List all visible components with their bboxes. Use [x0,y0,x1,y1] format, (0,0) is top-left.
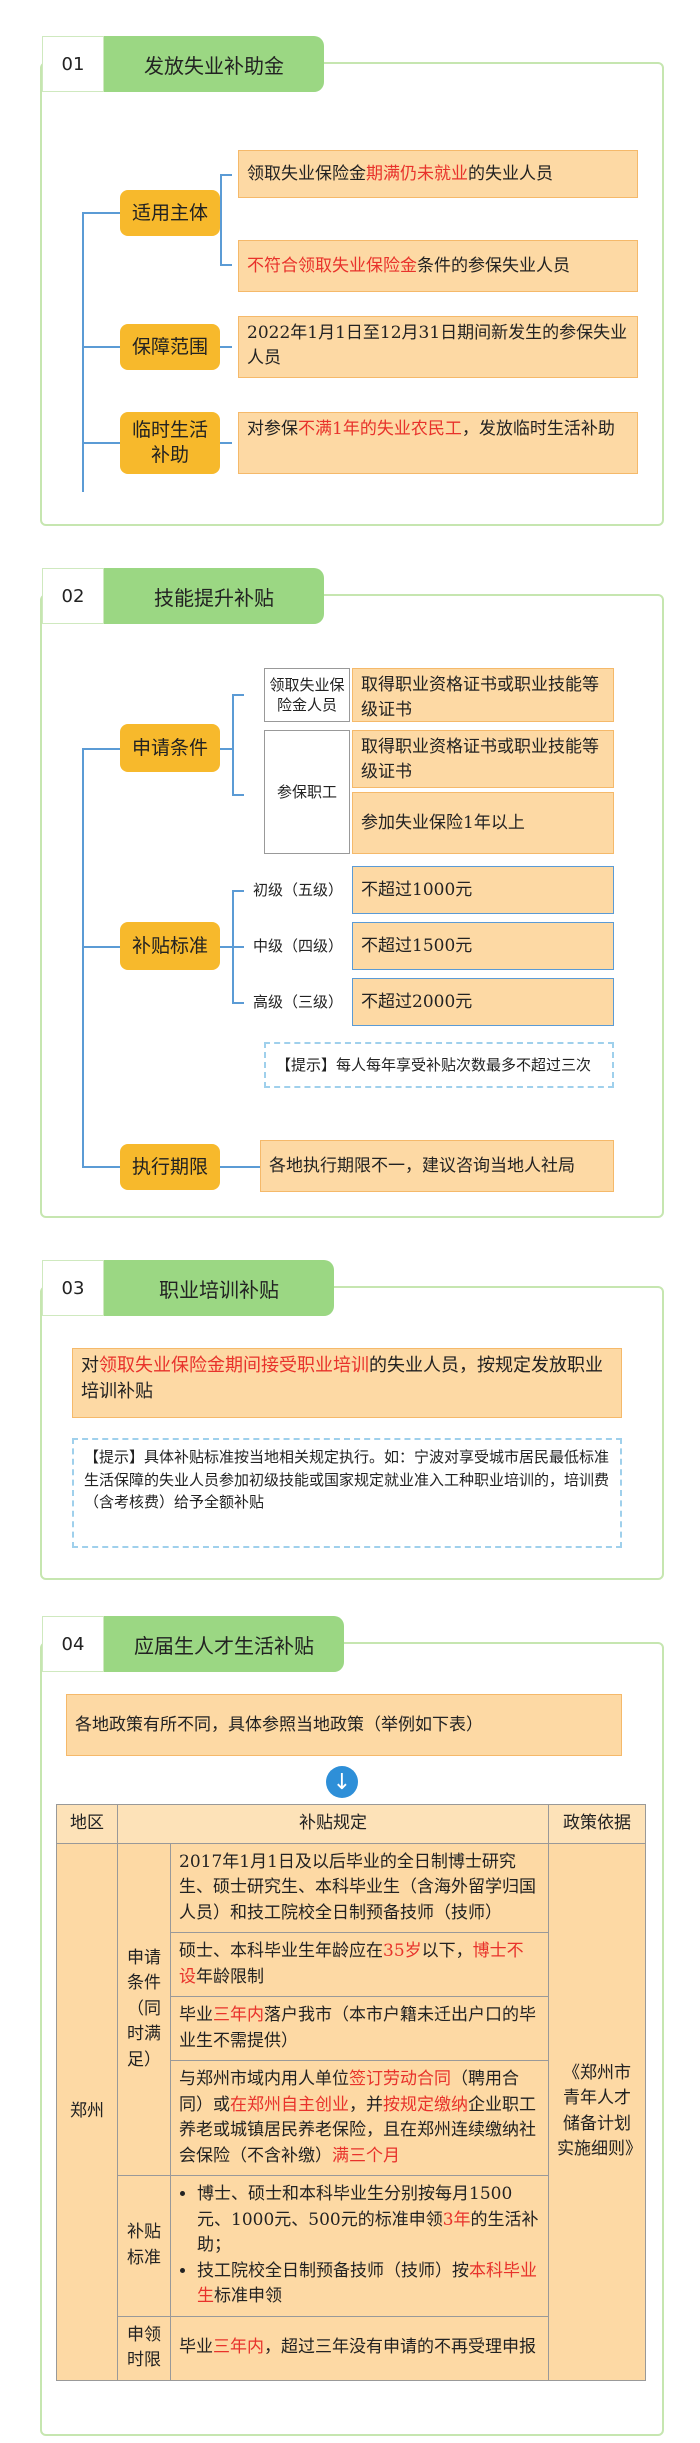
connector [82,1166,120,1168]
level-name: 中级（四级） [252,936,343,955]
section-skill-subsidy: 02 技能提升补贴 申请条件 补贴标准 执行期限 领取失业保险金人员 取得职业资… [40,568,664,1218]
level-value: 不超过1000元 [352,866,614,914]
cell-region: 郑州 [56,1842,118,2381]
box-training-main: 对领取失业保险金期间接受职业培训的失业人员，按规定发放职业培训补贴 [72,1348,622,1418]
cell-cond-3: 毕业三年内落户我市（本市户籍未迁出户口的毕业生不需提供） [170,1996,549,2061]
level-value: 不超过2000元 [352,978,614,1026]
connector [82,212,84,492]
subsidy-table: 地区 补贴规定 政策依据 郑州 申请条件（同时满足） 2017年1月1日及以后毕… [56,1804,646,2381]
section-header: 02 技能提升补贴 [42,568,324,624]
section-number: 01 [42,36,104,92]
box-intro: 各地政策有所不同，具体参照当地政策（举例如下表） [66,1694,622,1756]
box-ineligible: 不符合领取失业保险金条件的参保失业人员 [238,240,638,292]
label-period: 保障范围 [120,324,220,370]
arrow-down-icon: ↓ [326,1766,358,1798]
tip-box: 【提示】具体补贴标准按当地相关规定执行。如：宁波对享受城市居民最低标准生活保障的… [72,1438,622,1548]
cell-cond-label: 申请条件（同时满足） [117,1842,171,2176]
level-name: 初级（五级） [252,880,343,899]
section-number: 04 [42,1616,104,1672]
connector [82,212,120,214]
section-title: 技能提升补贴 [104,568,324,624]
section-title: 职业培训补贴 [104,1260,334,1316]
connector [82,748,120,750]
section-number: 02 [42,568,104,624]
connector [220,946,232,948]
cell-cond-1: 2017年1月1日及以后毕业的全日制博士研究生、硕士研究生、本科毕业生（含海外留… [170,1842,549,1933]
cell-cond-4: 与郑州市域内用人单位签订劳动合同（聘用合同）或在郑州自主创业，并按规定缴纳企业职… [170,2060,549,2176]
connector [220,174,232,176]
label-applicable: 适用主体 [120,190,220,236]
level-value: 不超过1500元 [352,922,614,970]
section-graduate-subsidy: 04 应届生人才生活补贴 各地政策有所不同，具体参照当地政策（举例如下表） ↓ … [40,1616,664,2436]
level-name: 高级（三级） [252,992,343,1011]
label-temp-subsidy: 临时生活补助 [120,412,220,474]
cond-unemployed: 领取失业保险金人员 [264,668,350,722]
section-title: 应届生人才生活补贴 [104,1616,344,1672]
connector [232,946,244,948]
connector [220,442,232,444]
header-basis: 政策依据 [548,1804,646,1844]
tip-box: 【提示】每人每年享受补贴次数最多不超过三次 [264,1042,614,1088]
connector [232,694,244,696]
connector [232,694,234,794]
section-title: 发放失业补助金 [104,36,324,92]
connector [220,174,222,264]
connector [82,748,84,1168]
list-item: 博士、硕士和本科毕业生分别按每月1500元、1000元、500元的标准申领3年的… [197,2182,540,2259]
box-period-range: 2022年1月1日至12月31日期间新发生的参保失业人员 [238,316,638,378]
connector [220,346,232,348]
box-temp-subsidy: 对参保不满1年的失业农民工，发放临时生活补助 [238,412,638,474]
section-header: 01 发放失业补助金 [42,36,324,92]
cell-std: 博士、硕士和本科毕业生分别按每月1500元、1000元、500元的标准申领3年的… [170,2175,549,2317]
cond-unemployed-text: 取得职业资格证书或职业技能等级证书 [352,668,614,722]
cond-insured-text2: 参加失业保险1年以上 [352,792,614,854]
box-expired-benefit: 领取失业保险金期满仍未就业的失业人员 [238,150,638,198]
cond-insured-text1: 取得职业资格证书或职业技能等级证书 [352,730,614,788]
connector [82,442,120,444]
connector [220,264,232,266]
label-conditions: 申请条件 [120,724,220,772]
cond-insured: 参保职工 [264,730,350,854]
cell-cond-2: 硕士、本科毕业生年龄应在35岁以下，博士不设年龄限制 [170,1932,549,1997]
label-standard: 补贴标准 [120,922,220,970]
cell-basis: 《郑州市青年人才储备计划实施细则》 [548,1842,646,2381]
header-rule: 补贴规定 [117,1804,549,1844]
section-header: 04 应届生人才生活补贴 [42,1616,344,1672]
cell-time-label: 申领时限 [117,2315,171,2381]
connector [232,794,244,796]
section-header: 03 职业培训补贴 [42,1260,334,1316]
connector [82,346,120,348]
connector [220,748,232,750]
connector [82,946,120,948]
section-number: 03 [42,1260,104,1316]
list-item: 技工院校全日制预备技师（技师）按本科毕业生标准申领 [197,2259,540,2310]
section-training-subsidy: 03 职业培训补贴 对领取失业保险金期间接受职业培训的失业人员，按规定发放职业培… [40,1260,664,1580]
label-exec-period: 执行期限 [120,1144,220,1190]
cell-std-label: 补贴标准 [117,2175,171,2317]
cell-time: 毕业三年内，超过三年没有申请的不再受理申报 [170,2315,549,2381]
connector [220,1166,260,1168]
header-region: 地区 [56,1804,118,1844]
connector [232,890,244,892]
section-unemployment-subsidy: 01 发放失业补助金 适用主体 保障范围 临时生活补助 领取失业保险金期满仍未就… [40,36,664,526]
box-exec-period: 各地执行期限不一，建议咨询当地人社局 [260,1140,614,1192]
connector [232,1002,244,1004]
